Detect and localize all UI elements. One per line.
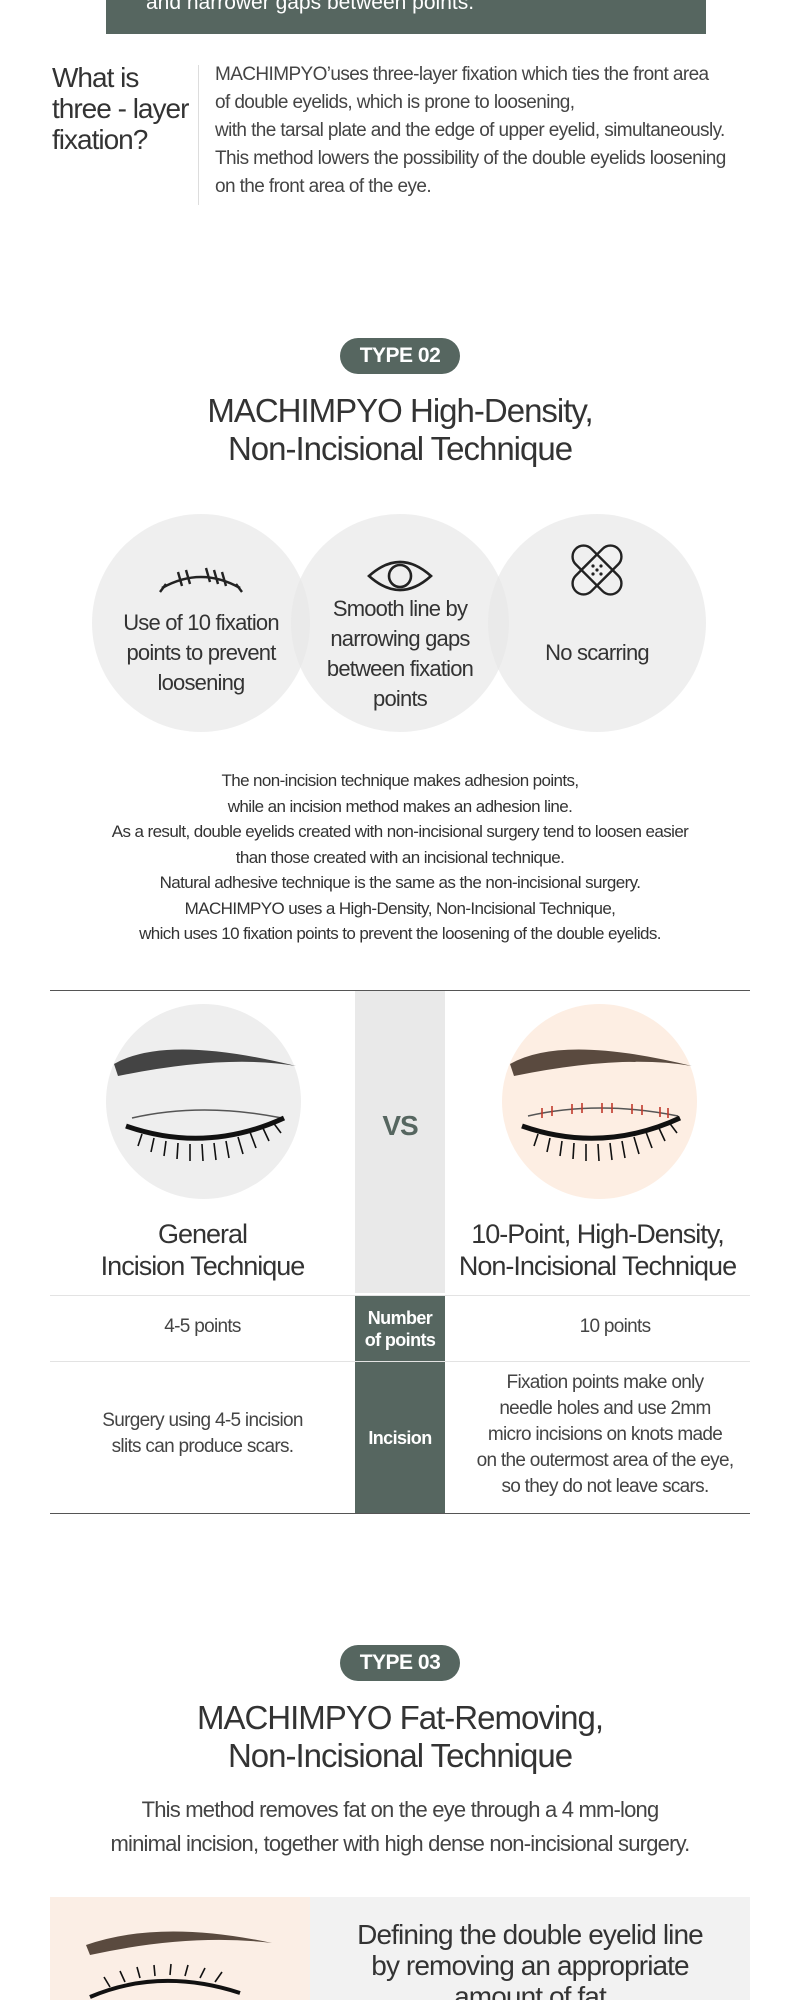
cell-line: on the outermost area of the eye, <box>476 1450 735 1471</box>
body-line: on the front area of the eye. <box>215 176 432 197</box>
body-line: MACHIMPYO’uses three-layer fixation whic… <box>215 64 709 85</box>
title-line: Non-Incisional Technique <box>458 1251 737 1281</box>
high-density-technique-title: 10-Point, High-Density, Non-Incisional T… <box>445 1218 750 1282</box>
row-divider <box>50 1361 750 1362</box>
vs-label: VS <box>382 1110 418 1141</box>
feature-line: Defining the double eyelid line <box>357 1919 704 1950</box>
stitch-icon <box>159 567 243 593</box>
description-line: minimal incision, together with high den… <box>110 1831 690 1856</box>
bandage-icon <box>571 544 623 596</box>
label-line: Number <box>367 1307 433 1328</box>
cell-line: so they do not leave scars. <box>501 1476 709 1497</box>
body-line: This method lowers the possibility of th… <box>215 148 726 169</box>
top-banner-text: and narrower gaps between points. <box>146 0 475 14</box>
body-line: with the tarsal plate and the edge of up… <box>215 120 725 141</box>
high-density-eye-illustration <box>502 1004 697 1199</box>
type03-title: MACHIMPYO Fat-Removing, Non-Incisional T… <box>0 1699 800 1775</box>
feature-line: loosening <box>157 670 246 695</box>
feature-line: No scarring <box>545 640 649 665</box>
title-line: 10-Point, High-Density, <box>471 1219 725 1249</box>
feature-text: Smooth line by narrowing gaps between fi… <box>301 594 499 714</box>
comparison-top-rule <box>50 990 750 991</box>
title-line: three - layer <box>52 93 189 124</box>
high-density-points-value: 10 points <box>579 1316 652 1337</box>
title-line: fixation? <box>52 124 148 155</box>
type02-badge: TYPE 02 <box>340 338 460 374</box>
fat-removing-feature-panel: Defining the double eyelid line by remov… <box>310 1897 750 2000</box>
feature-line: by removing an appropriate <box>371 1950 689 1981</box>
vertical-divider <box>198 65 199 205</box>
fat-removing-eye-illustration <box>50 1897 310 2000</box>
general-eye-illustration <box>106 1004 301 1199</box>
feature-line: Use of 10 fixation <box>123 610 279 635</box>
feature-text: No scarring <box>498 638 696 668</box>
top-banner: and narrower gaps between points. <box>106 0 706 34</box>
high-density-incision-value: Fixation points make only needle holes a… <box>445 1370 765 1500</box>
paragraph-line: The non-incision technique makes adhesio… <box>221 771 579 790</box>
paragraph-line: which uses 10 fixation points to prevent… <box>139 924 661 943</box>
label-line: of points <box>364 1329 436 1350</box>
eye-icon <box>367 560 433 592</box>
type03-description: This method removes fat on the eye throu… <box>0 1793 800 1861</box>
feature-circle-no-scarring: No scarring <box>488 514 706 732</box>
feature-line: Smooth line by <box>332 596 468 621</box>
closed-eye-stitched-icon <box>510 1049 692 1162</box>
cell-line: slits can produce scars. <box>111 1436 294 1457</box>
feature-text: Use of 10 fixation points to prevent loo… <box>102 608 300 698</box>
feature-line: between fixation <box>326 656 474 681</box>
open-eye-icon <box>86 1931 272 1999</box>
title-line: Incision Technique <box>100 1251 306 1281</box>
cell-line: micro incisions on knots made <box>487 1424 723 1445</box>
paragraph-line: As a result, double eyelids created with… <box>111 822 689 841</box>
row-label-incision: Incision <box>355 1362 445 1513</box>
row-divider <box>50 1295 750 1296</box>
paragraph-line: while an incision method makes an adhesi… <box>227 796 573 816</box>
three-layer-description: MACHIMPYO’uses three-layer fixation whic… <box>215 61 775 201</box>
feature-circle-smooth-line: Smooth line by narrowing gaps between fi… <box>291 514 509 732</box>
feature-circle-fixation: Use of 10 fixation points to prevent loo… <box>92 514 310 732</box>
paragraph-line: MACHIMPYO uses a High-Density, Non-Incis… <box>184 898 616 918</box>
title-line: Non-Incisional Technique <box>227 430 573 467</box>
type02-explanation: The non-incision technique makes adhesio… <box>0 768 800 947</box>
feature-line: narrowing gaps <box>330 626 470 651</box>
feature-line: amount of fat <box>454 1981 607 2000</box>
title-line: MACHIMPYO Fat-Removing, <box>196 1699 604 1736</box>
type03-badge: TYPE 03 <box>340 1645 460 1681</box>
title-line: MACHIMPYO High-Density, <box>207 392 593 429</box>
cell-line: needle holes and use 2mm <box>499 1398 711 1419</box>
feature-line: points to prevent <box>126 640 276 665</box>
vs-column <box>355 991 445 1293</box>
label-line: Incision <box>368 1427 432 1448</box>
three-layer-title: What is three - layer fixation? <box>52 62 202 155</box>
title-line: What is <box>52 62 139 93</box>
general-incision-value: Surgery using 4-5 incision slits can pro… <box>50 1408 355 1460</box>
row-label-points: Number of points <box>355 1296 445 1361</box>
fat-removing-feature-text: Defining the double eyelid line by remov… <box>310 1919 750 2000</box>
description-line: This method removes fat on the eye throu… <box>141 1797 660 1822</box>
title-line: Non-Incisional Technique <box>227 1737 573 1774</box>
feature-line: points <box>373 686 428 711</box>
general-points-value: 4-5 points <box>164 1316 241 1337</box>
comparison-bottom-rule <box>50 1513 750 1514</box>
general-technique-title: General Incision Technique <box>50 1218 355 1282</box>
cell-line: Fixation points make only <box>506 1372 705 1393</box>
paragraph-line: than those created with an incisional te… <box>235 847 565 867</box>
title-line: General <box>157 1219 248 1249</box>
paragraph-line: Natural adhesive technique is the same a… <box>159 873 641 892</box>
cell-line: Surgery using 4-5 incision <box>102 1410 303 1431</box>
type02-title: MACHIMPYO High-Density, Non-Incisional T… <box>0 392 800 468</box>
closed-eye-icon <box>114 1049 296 1162</box>
body-line: of double eyelids, which is prone to loo… <box>215 92 575 113</box>
